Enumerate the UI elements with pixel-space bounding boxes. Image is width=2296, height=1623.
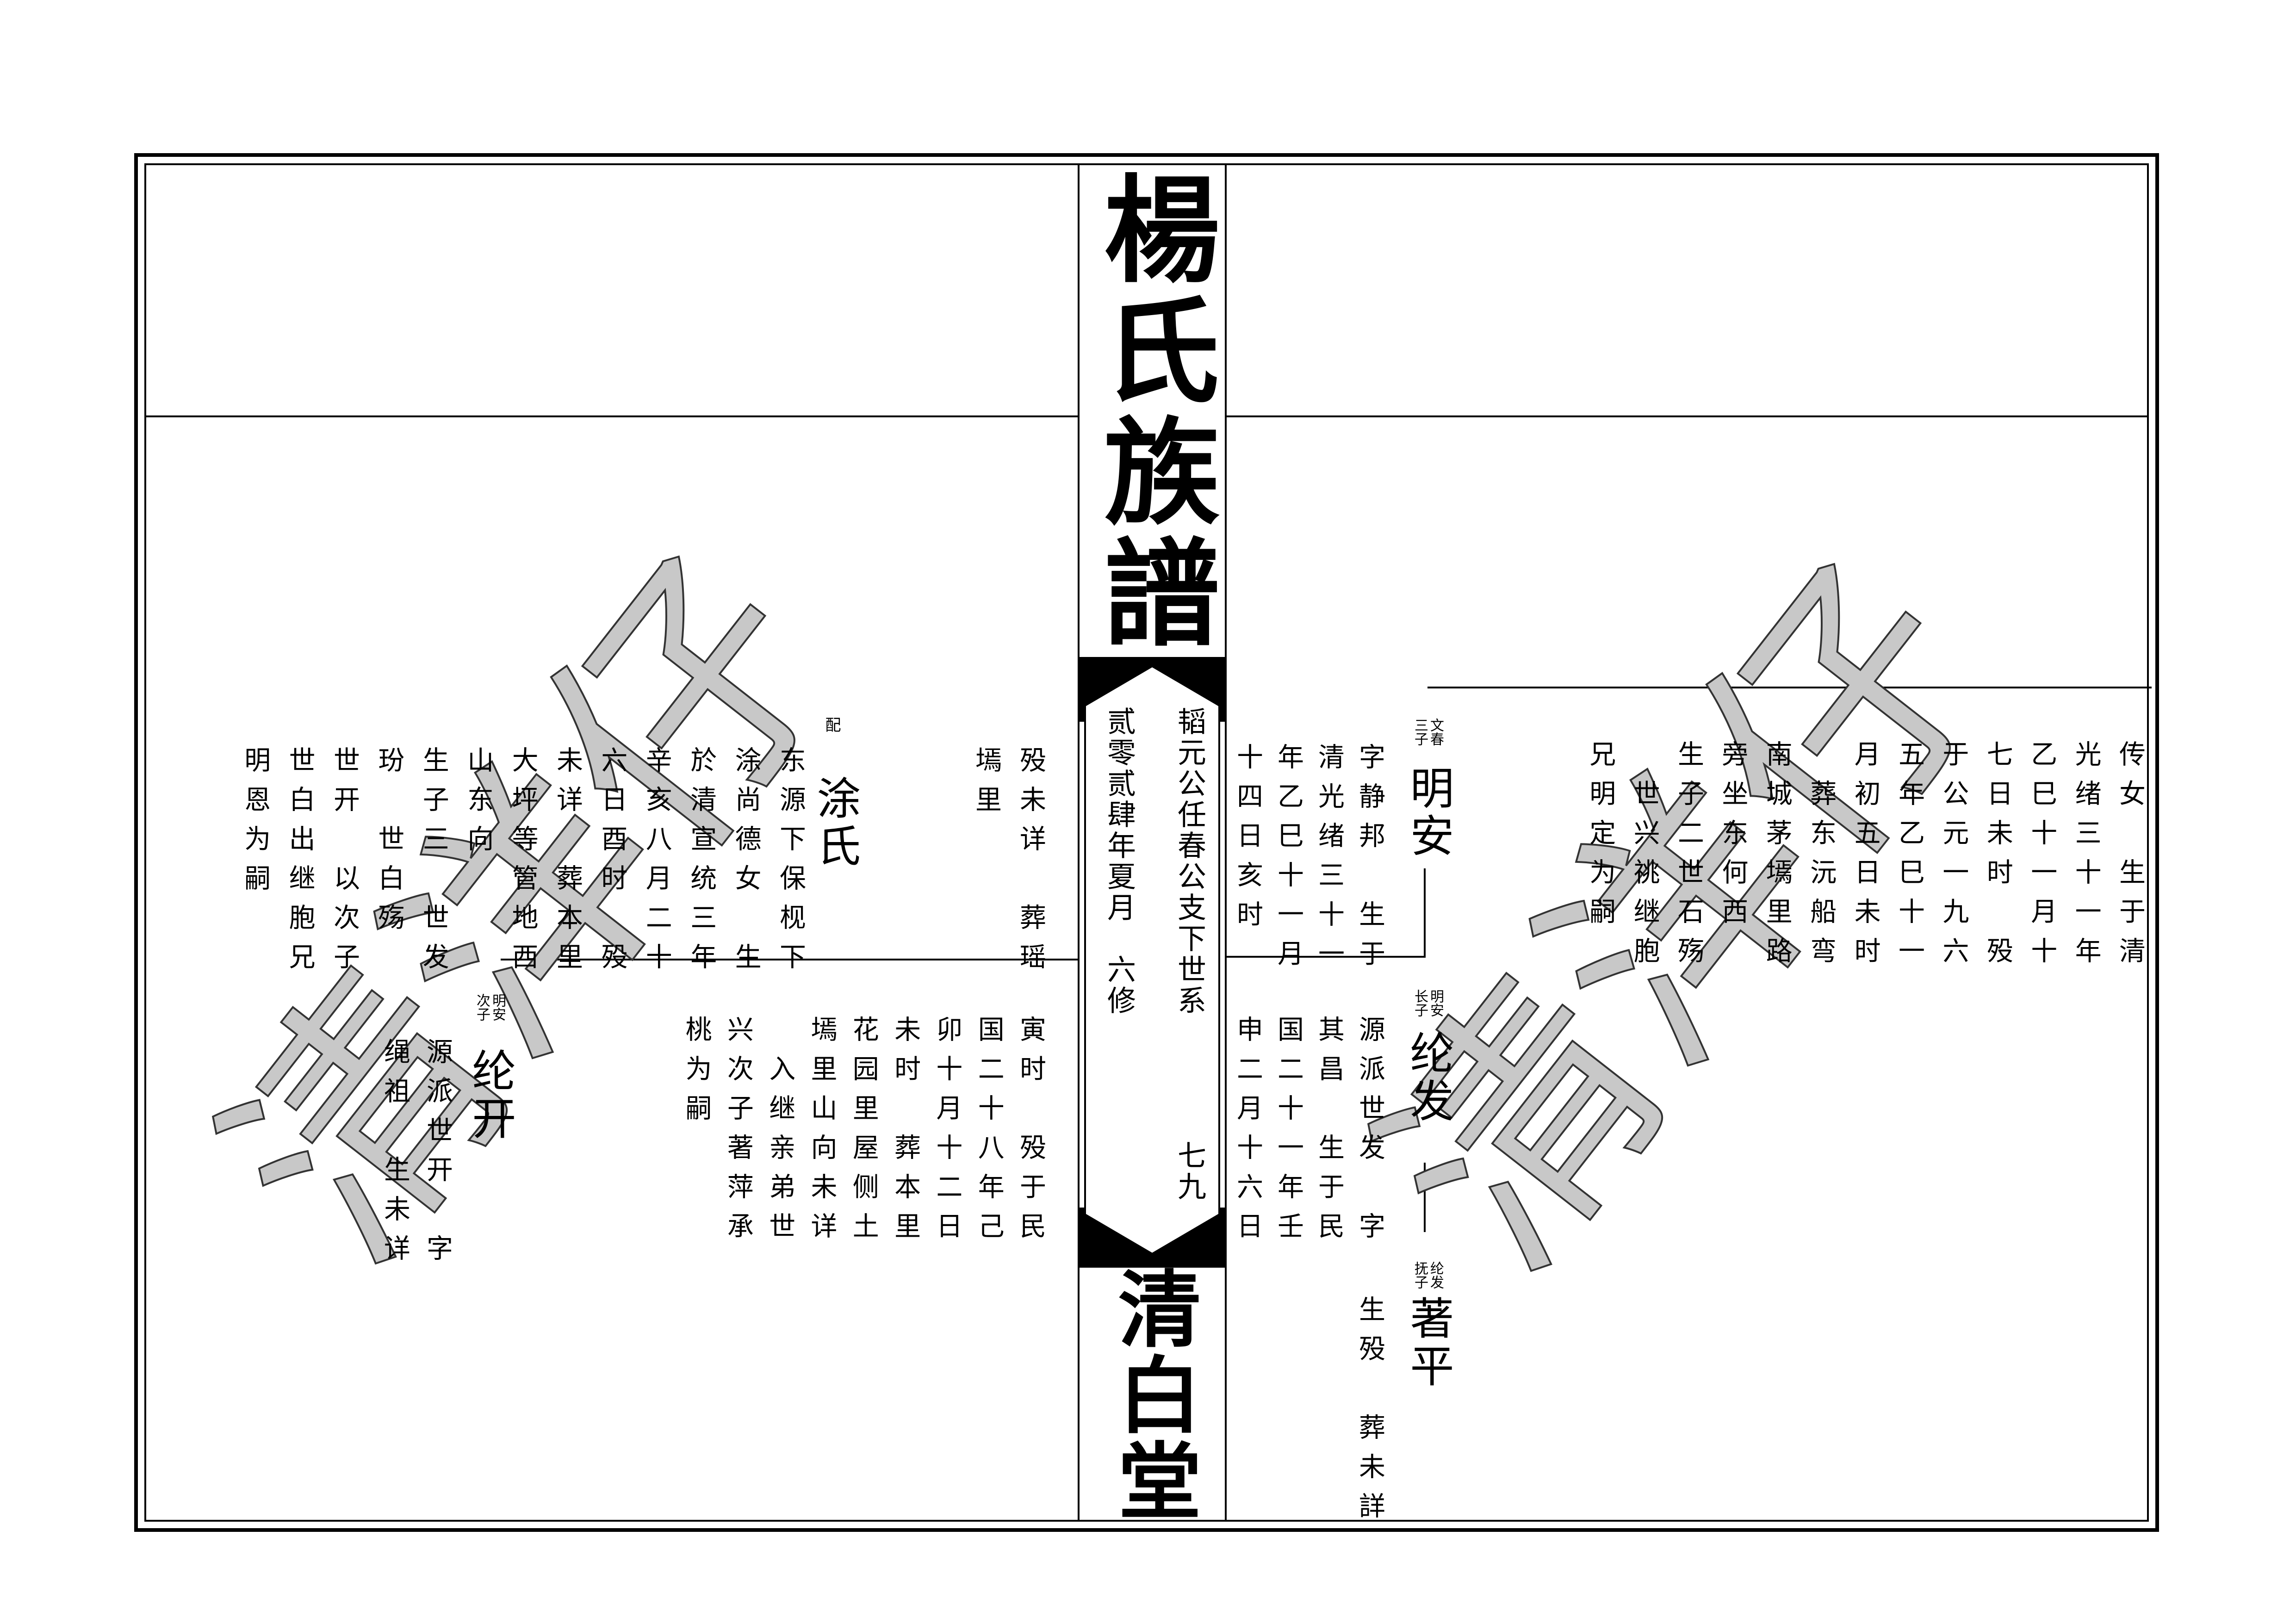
biography-column: 大坪等管地西 [508, 746, 539, 982]
relation-annotation: 抚子 [1412, 1261, 1428, 1289]
biography-column: 东源下保枧下 [775, 746, 806, 982]
biography-column: 寅时 殁于民 [1015, 1016, 1046, 1251]
biography-column: 殁未详 葬瑶 [1015, 746, 1046, 982]
spine-left-line [1078, 163, 1080, 1522]
person-name: 纶发 [1402, 1030, 1454, 1126]
outer-border [134, 153, 2159, 1532]
biography-column: 卯十月十二日 [931, 1016, 962, 1251]
inner-border [144, 163, 2149, 1522]
biography-column: 七日未时 殁 [1982, 740, 2013, 976]
biography-column: 申二月十六日 [1232, 1016, 1263, 1251]
biography-column: 月初五日未时 [1850, 740, 1881, 976]
biography-column: 五年乙巳十一 [1894, 740, 1925, 976]
biography-column: 传女 生于清 [2115, 740, 2146, 976]
biography-column: 其昌 生于民 [1314, 1016, 1345, 1251]
biography-column: 清光绪三十一 [1314, 743, 1345, 979]
biography-column: 墕里山向未详 [807, 1016, 837, 1251]
biography-column: 葬东沅船弯 [1806, 740, 1837, 976]
biography-column: 生殁 葬未詳 [1354, 1295, 1385, 1531]
father-annotation: 纶发 [1427, 1261, 1444, 1289]
biography-column: 绳祖 生未详 [379, 1038, 410, 1274]
biography-column: 国二十一年壬 [1273, 1016, 1304, 1251]
person-name: 著平 [1402, 1295, 1454, 1391]
biography-column: 世兴祧继胞 [1629, 740, 1660, 976]
spine-banner [1079, 657, 1226, 1268]
spouse-label: 配 [822, 717, 841, 732]
biography-column: 生子二世石殇 [1673, 740, 1704, 976]
biography-column: 国二十八年己 [974, 1016, 1005, 1251]
person-name: 纶开 [465, 1048, 516, 1143]
biography-column: 源派世开 字 [422, 1038, 453, 1274]
biography-column: 年乙巳十一月 [1273, 743, 1304, 979]
biography-column: 明恩为嗣 [240, 746, 271, 904]
father-annotation: 明安 [1427, 989, 1444, 1017]
edition-note: 贰零贰肆年夏月 六修 [1102, 706, 1136, 1016]
tree-connector-spine [1226, 956, 1426, 958]
relation-annotation: 长子 [1412, 989, 1428, 1017]
biography-column: 辛亥八月二十 [641, 746, 672, 982]
biography-column: 未详 葬本里 [552, 746, 583, 982]
biography-column: 旁坐东何西 [1717, 740, 1748, 937]
biography-column: 兴次子著萍承 [723, 1016, 754, 1251]
page-number: 七九 [1173, 1140, 1206, 1202]
right-top-divider [1226, 415, 2149, 417]
tree-connector-mingan [1424, 868, 1426, 958]
biography-column: 山东向 [463, 746, 494, 864]
father-annotation: 文春 [1427, 718, 1444, 746]
father-annotation: 明安 [490, 993, 506, 1021]
lineage-title: 韬元公任春公支下世系 [1173, 706, 1206, 1016]
biography-column: 源派世发 字 [1354, 1016, 1385, 1251]
relation-annotation: 三子 [1412, 718, 1428, 746]
biography-column: 十四日亥时 [1232, 743, 1263, 940]
genealogy-title: 楊氏族譜 [1084, 169, 1220, 654]
biography-column: 未时 葬本里 [890, 1016, 921, 1251]
biography-column: 入继亲弟世 [764, 1016, 795, 1251]
biography-column: 世开 以次子 [329, 746, 360, 982]
biography-column: 涂尚德女 生 [731, 746, 762, 982]
biography-column: 桃为嗣 [681, 1016, 712, 1134]
biography-column: 兄明定为嗣 [1585, 740, 1616, 937]
biography-column: 墕里 [971, 746, 1002, 825]
biography-column: 生子三 世发 [418, 746, 449, 982]
spine-hexagon [1084, 665, 1220, 1255]
relation-annotation: 次子 [474, 993, 490, 1021]
spouse-name: 涂氏 [809, 775, 861, 871]
right-generation-line [1427, 687, 2152, 688]
biography-column: 乙巳十一月十 [2026, 740, 2057, 976]
biography-column: 於清宣统三年 [686, 746, 717, 982]
tree-connector-lunfa [1424, 1163, 1426, 1232]
biography-column: 于公元一九六 [1938, 740, 1969, 976]
hall-name: 清白堂 [1104, 1266, 1201, 1524]
spine-right-line [1225, 163, 1227, 1522]
biography-column: 南城茅墕里路 [1762, 740, 1793, 976]
biography-column: 世白出继胞兄 [285, 746, 316, 982]
biography-column: 六日酉时 殁 [596, 746, 627, 982]
left-generation-line [501, 959, 1079, 960]
biography-column: 字静邦 生于 [1354, 743, 1385, 979]
person-name: 明安 [1402, 765, 1454, 861]
biography-column: 玢 世白殇 [373, 746, 404, 943]
left-top-divider [146, 415, 1079, 417]
biography-column: 光绪三十一年 [2071, 740, 2102, 976]
biography-column: 花园里屋侧土 [848, 1016, 879, 1251]
